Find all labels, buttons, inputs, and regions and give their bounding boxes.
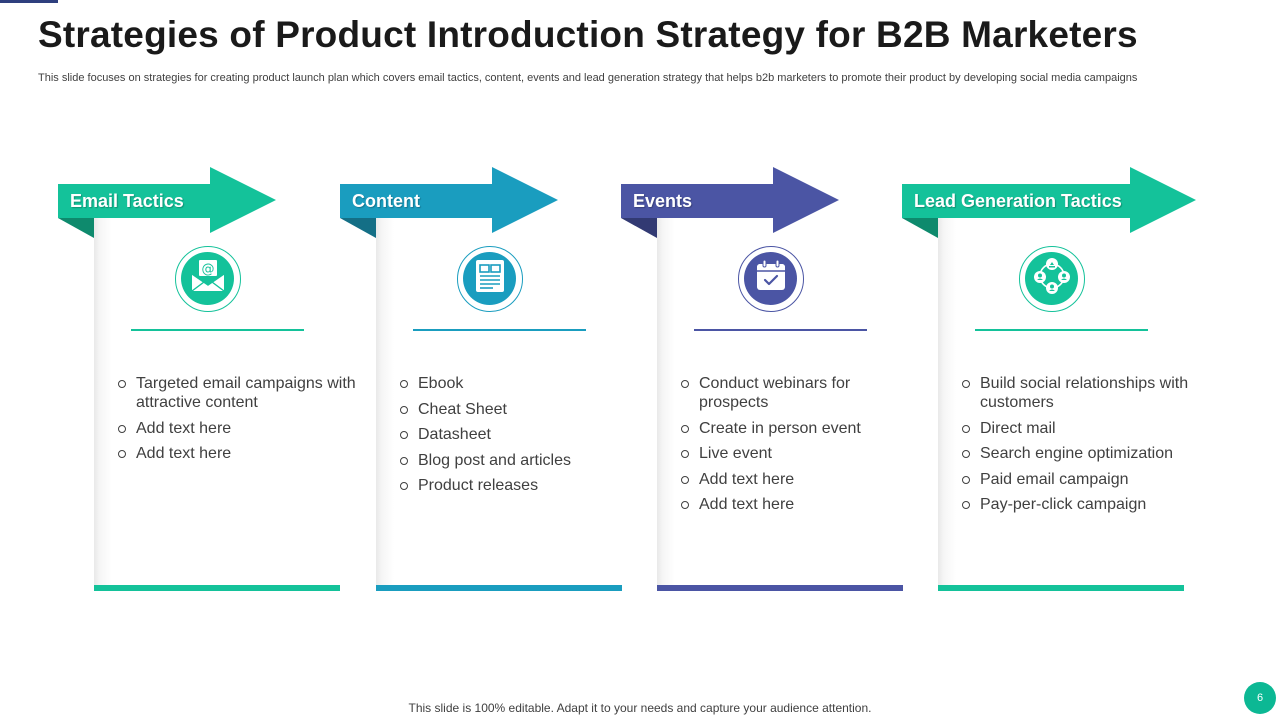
bullet-item: Ebook bbox=[400, 374, 640, 393]
bullet-list: Targeted email campaigns with attractive… bbox=[118, 374, 358, 470]
email-icon: @ bbox=[188, 256, 228, 301]
arrow-header-label: Lead Generation Tactics bbox=[914, 191, 1122, 211]
top-accent-bar bbox=[0, 0, 58, 3]
network-icon bbox=[1032, 256, 1072, 301]
strategy-column: Email Tactics @ Targeted email campaigns w… bbox=[58, 166, 356, 596]
bullet-item: Product releases bbox=[400, 476, 640, 495]
bullet-item: Cheat Sheet bbox=[400, 400, 640, 419]
document-icon bbox=[471, 257, 509, 300]
column-baseline bbox=[657, 585, 903, 591]
svg-text:@: @ bbox=[201, 262, 214, 277]
bullet-item: Live event bbox=[681, 444, 921, 463]
arrow-header bbox=[58, 167, 276, 238]
slide-title: Strategies of Product Introduction Strat… bbox=[38, 14, 1138, 55]
bullet-item: Build social relationships with customer… bbox=[962, 374, 1202, 412]
icon-badge bbox=[1019, 246, 1085, 312]
bullet-item: Paid email campaign bbox=[962, 470, 1202, 489]
arrow-header bbox=[621, 167, 839, 238]
icon-badge bbox=[738, 246, 804, 312]
arrow-header bbox=[340, 167, 558, 238]
calendar-icon bbox=[752, 257, 790, 300]
bullet-list: Build social relationships with customer… bbox=[962, 374, 1202, 521]
bullet-item: Search engine optimization bbox=[962, 444, 1202, 463]
arrow-header bbox=[902, 167, 1196, 238]
page-number-badge: 6 bbox=[1244, 682, 1276, 714]
bullet-item: Pay-per-click campaign bbox=[962, 495, 1202, 514]
column-divider bbox=[975, 329, 1148, 331]
bullet-item: Add text here bbox=[118, 444, 358, 463]
bullet-item: Datasheet bbox=[400, 425, 640, 444]
bullet-item: Add text here bbox=[118, 419, 358, 438]
icon-badge: @ bbox=[175, 246, 241, 312]
arrow-header-label: Content bbox=[352, 191, 420, 211]
footer-note: This slide is 100% editable. Adapt it to… bbox=[408, 701, 872, 715]
bullet-item: Targeted email campaigns with attractive… bbox=[118, 374, 358, 412]
column-divider bbox=[413, 329, 586, 331]
bullet-item: Direct mail bbox=[962, 419, 1202, 438]
column-baseline bbox=[938, 585, 1184, 591]
icon-badge bbox=[457, 246, 523, 312]
column-baseline bbox=[94, 585, 340, 591]
bullet-item: Add text here bbox=[681, 470, 921, 489]
bullet-item: Add text here bbox=[681, 495, 921, 514]
bullet-item: Conduct webinars for prospects bbox=[681, 374, 921, 412]
column-divider bbox=[694, 329, 867, 331]
column-divider bbox=[131, 329, 304, 331]
arrow-header-label: Email Tactics bbox=[70, 191, 184, 211]
column-baseline bbox=[376, 585, 622, 591]
arrow-header-label: Events bbox=[633, 191, 693, 211]
bullet-item: Create in person event bbox=[681, 419, 921, 438]
bullet-item: Blog post and articles bbox=[400, 451, 640, 470]
slide-subtitle: This slide focuses on strategies for cre… bbox=[38, 72, 1138, 84]
